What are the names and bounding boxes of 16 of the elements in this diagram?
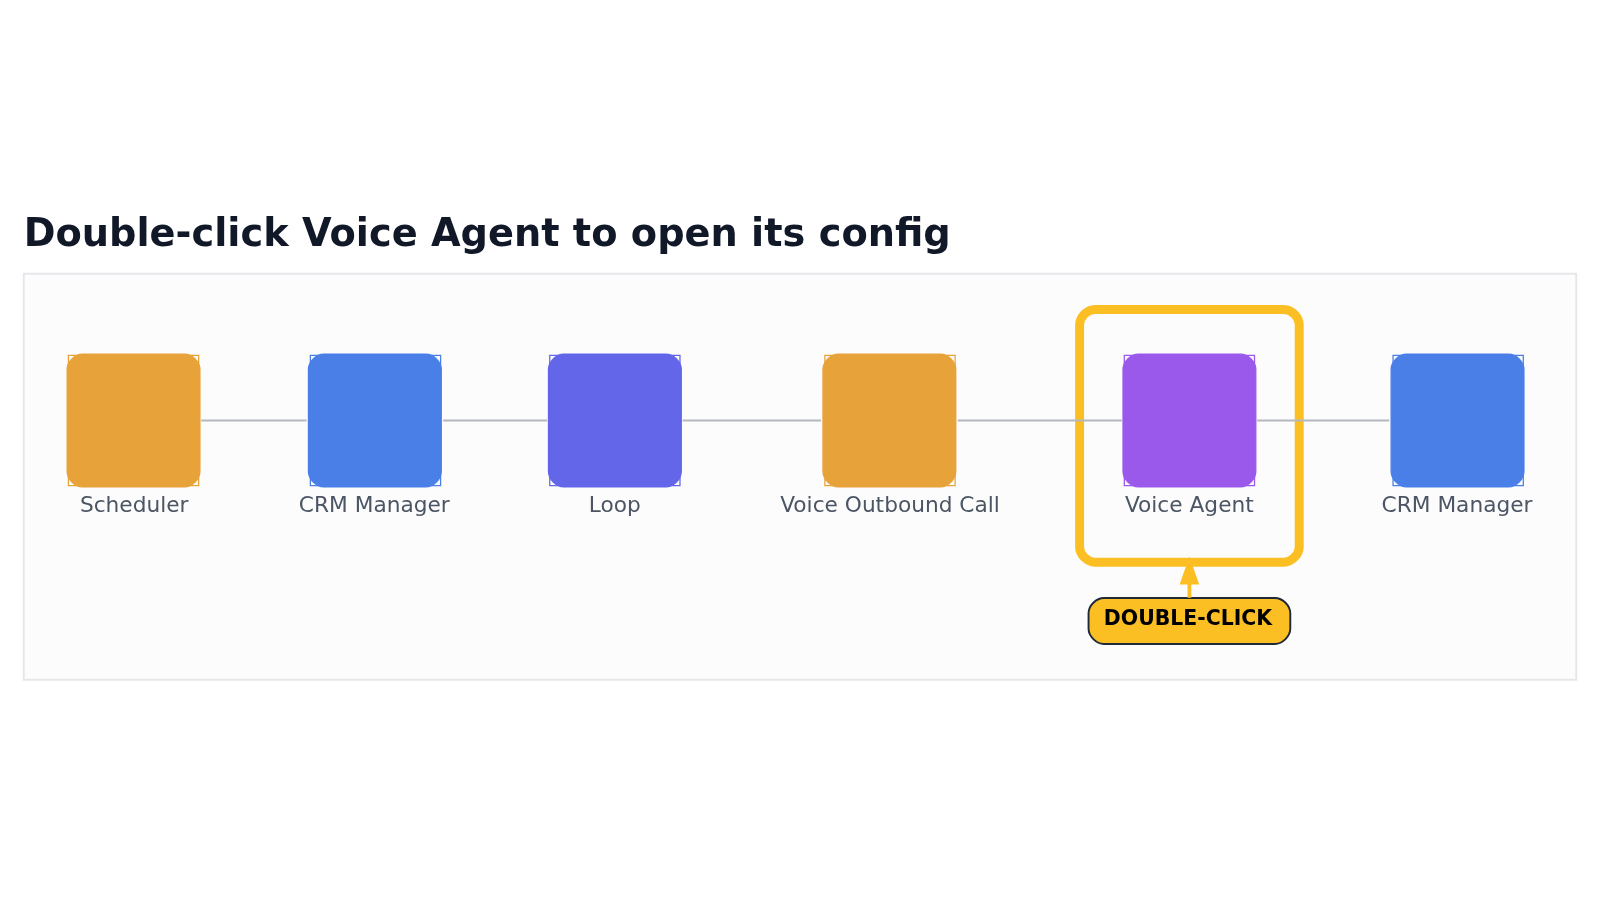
connector	[682, 419, 822, 421]
node-label: CRM Manager	[1381, 491, 1533, 517]
connector	[443, 419, 548, 421]
node-box: DOUBLE-CLICK	[1087, 596, 1292, 645]
connector	[1257, 419, 1390, 421]
node-label: Scheduler	[79, 491, 189, 517]
node-label: CRM Manager	[298, 491, 450, 517]
arrow	[1179, 555, 1200, 598]
cluster	[22, 272, 1578, 681]
node-label: Loop	[588, 491, 641, 517]
cluster	[1075, 304, 1304, 567]
connector	[957, 419, 1122, 421]
diagram-title: Double-click Voice Agent to open its config	[23, 209, 951, 255]
connector	[201, 419, 307, 421]
node-label: Voice Agent	[1124, 491, 1254, 517]
node-label: Voice Outbound Call	[780, 491, 1000, 517]
